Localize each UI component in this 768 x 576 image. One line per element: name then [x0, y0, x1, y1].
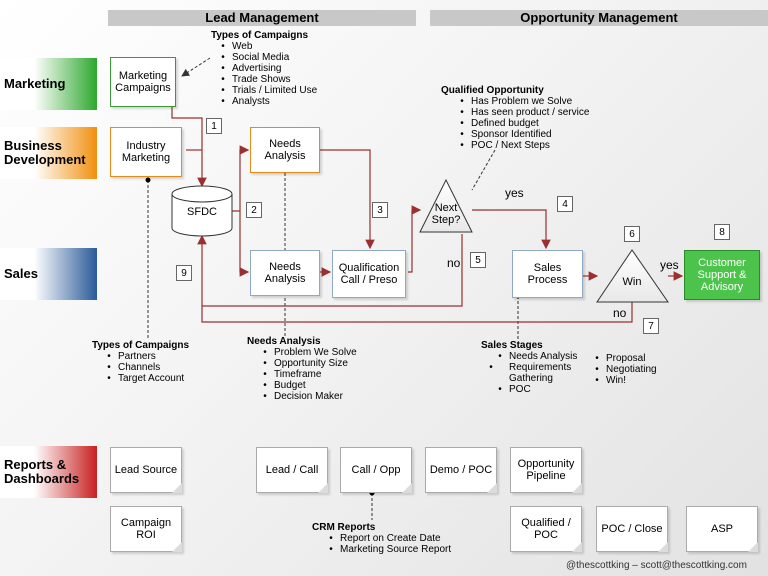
list-item: Opportunity Size — [256, 358, 357, 369]
step-number-3: 3 — [372, 202, 388, 218]
flow-needs-bd-to-qual — [320, 149, 375, 250]
report-lead-call[interactable]: Lead / Call — [256, 447, 328, 493]
qualified-opportunity-list: Has Problem we Solve Has seen product / … — [453, 96, 589, 151]
pointer-campaign-types — [181, 57, 211, 77]
qualification-call-box[interactable]: Qualification Call / Preso — [332, 250, 406, 298]
qualified-opportunity-title: Qualified Opportunity — [441, 85, 544, 96]
opportunity-management-header: Opportunity Management — [430, 10, 768, 26]
list-item: Problem We Solve — [256, 347, 357, 358]
campaign-types-top-list: Web Social Media Advertising Trade Shows… — [214, 41, 317, 107]
report-campaign-roi[interactable]: Campaign ROI — [110, 506, 182, 552]
step-number-6: 6 — [624, 226, 640, 242]
flow-mc-to-sfdc — [171, 96, 207, 188]
sales-stages-title: Sales Stages — [481, 340, 543, 351]
customer-support-box[interactable]: Customer Support & Advisory — [684, 250, 760, 300]
campaign-types-bottom-title: Types of Campaigns — [92, 340, 190, 351]
lane-marketing-label: Marketing — [4, 76, 66, 91]
list-item: Analysts — [214, 96, 317, 107]
flow-next-no — [197, 234, 463, 307]
sfdc-label: SFDC — [187, 206, 217, 218]
report-call-opp[interactable]: Call / Opp — [340, 447, 412, 493]
list-item: Proposal — [588, 353, 657, 364]
list-item: Has seen product / service — [453, 107, 589, 118]
sales-stages-list: Needs Analysis Requirements Gathering PO… — [491, 351, 587, 395]
list-item: Needs Analysis — [491, 351, 587, 362]
step-number-5: 5 — [470, 252, 486, 268]
next-step-no-label: no — [447, 256, 461, 270]
list-item: Partners — [100, 351, 184, 362]
next-step-label: Next Step? — [431, 202, 461, 226]
dot-industry — [145, 177, 151, 183]
flow-win-no — [201, 302, 633, 323]
flow-sfdc-to-needs-sales — [239, 211, 250, 277]
win-decision-shape — [596, 249, 669, 303]
list-item: POC — [491, 384, 587, 395]
list-item: Decision Maker — [256, 391, 357, 402]
lane-reports-dashboards: Reports & Dashboards — [0, 446, 97, 498]
needs-analysis-sales-box[interactable]: Needs Analysis — [250, 250, 320, 296]
needs-analysis-notes-list: Problem We Solve Opportunity Size Timefr… — [256, 347, 357, 402]
flow-qual-to-next — [408, 205, 422, 273]
lane-sales: Sales — [0, 248, 97, 300]
next-step-decision-shape — [419, 178, 473, 233]
win-label: Win — [622, 276, 642, 288]
list-item: Trade Shows — [214, 74, 317, 85]
list-item: Social Media — [214, 52, 317, 63]
list-item: Web — [214, 41, 317, 52]
lead-management-header: Lead Management — [108, 10, 416, 26]
flow-next-yes — [472, 209, 551, 250]
next-step-yes-label: yes — [505, 186, 524, 200]
report-opportunity-pipeline[interactable]: Opportunity Pipeline — [510, 447, 582, 493]
lane-business-development: Business Development — [0, 127, 97, 179]
list-item: Report on Create Date — [322, 533, 451, 544]
marketing-campaigns-box[interactable]: Marketing Campaigns — [110, 57, 176, 107]
list-item: Has Problem we Solve — [453, 96, 589, 107]
lane-sales-label: Sales — [4, 266, 38, 281]
step-number-8: 8 — [714, 224, 730, 240]
campaign-types-bottom-list: Partners Channels Target Account — [100, 351, 184, 384]
pointer-qualified-opp — [471, 149, 496, 191]
sales-process-box[interactable]: Sales Process — [512, 250, 583, 298]
list-item: Channels — [100, 362, 184, 373]
step-number-9: 9 — [176, 265, 192, 281]
lane-reports-label: Reports & Dashboards — [4, 457, 80, 486]
step-number-2: 2 — [246, 202, 262, 218]
sfdc-database-icon — [171, 185, 233, 237]
list-item: Timeframe — [256, 369, 357, 380]
report-demo-poc[interactable]: Demo / POC — [425, 447, 497, 493]
list-item: Negotiating — [588, 364, 657, 375]
win-no-label: no — [613, 306, 627, 320]
needs-analysis-notes-title: Needs Analysis — [247, 336, 321, 347]
list-item: Advertising — [214, 63, 317, 74]
lane-bizdev-label: Business Development — [4, 138, 86, 167]
needs-analysis-bd-box[interactable]: Needs Analysis — [250, 127, 320, 173]
list-item: Trials / Limited Use — [214, 85, 317, 96]
flow-sfdc-to-needs-bd — [232, 145, 250, 212]
list-item: POC / Next Steps — [453, 140, 589, 151]
list-item: Defined budget — [453, 118, 589, 129]
list-item: Target Account — [100, 373, 184, 384]
step-number-1: 1 — [206, 118, 222, 134]
step-number-7: 7 — [643, 318, 659, 334]
report-poc-close[interactable]: POC / Close — [596, 506, 668, 552]
list-item: Sponsor Identified — [453, 129, 589, 140]
list-item: Budget — [256, 380, 357, 391]
crm-reports-title: CRM Reports — [312, 522, 376, 533]
win-yes-label: yes — [660, 258, 679, 272]
report-asp[interactable]: ASP — [686, 506, 758, 552]
crm-reports-list: Report on Create Date Marketing Source R… — [322, 533, 451, 555]
lane-marketing: Marketing — [0, 58, 97, 110]
list-item: Requirements Gathering — [491, 362, 587, 384]
report-lead-source[interactable]: Lead Source — [110, 447, 182, 493]
report-qualified-poc[interactable]: Qualified / POC — [510, 506, 582, 552]
sales-stages-right-list: Proposal Negotiating Win! — [588, 353, 657, 386]
campaign-types-top-title: Types of Campaigns — [211, 30, 309, 41]
list-item: Win! — [588, 375, 657, 386]
footer-credit: @thescottking – scott@thescottking.com — [566, 560, 747, 571]
list-item: Marketing Source Report — [322, 544, 451, 555]
industry-marketing-box[interactable]: Industry Marketing — [110, 127, 182, 177]
step-number-4: 4 — [557, 196, 573, 212]
